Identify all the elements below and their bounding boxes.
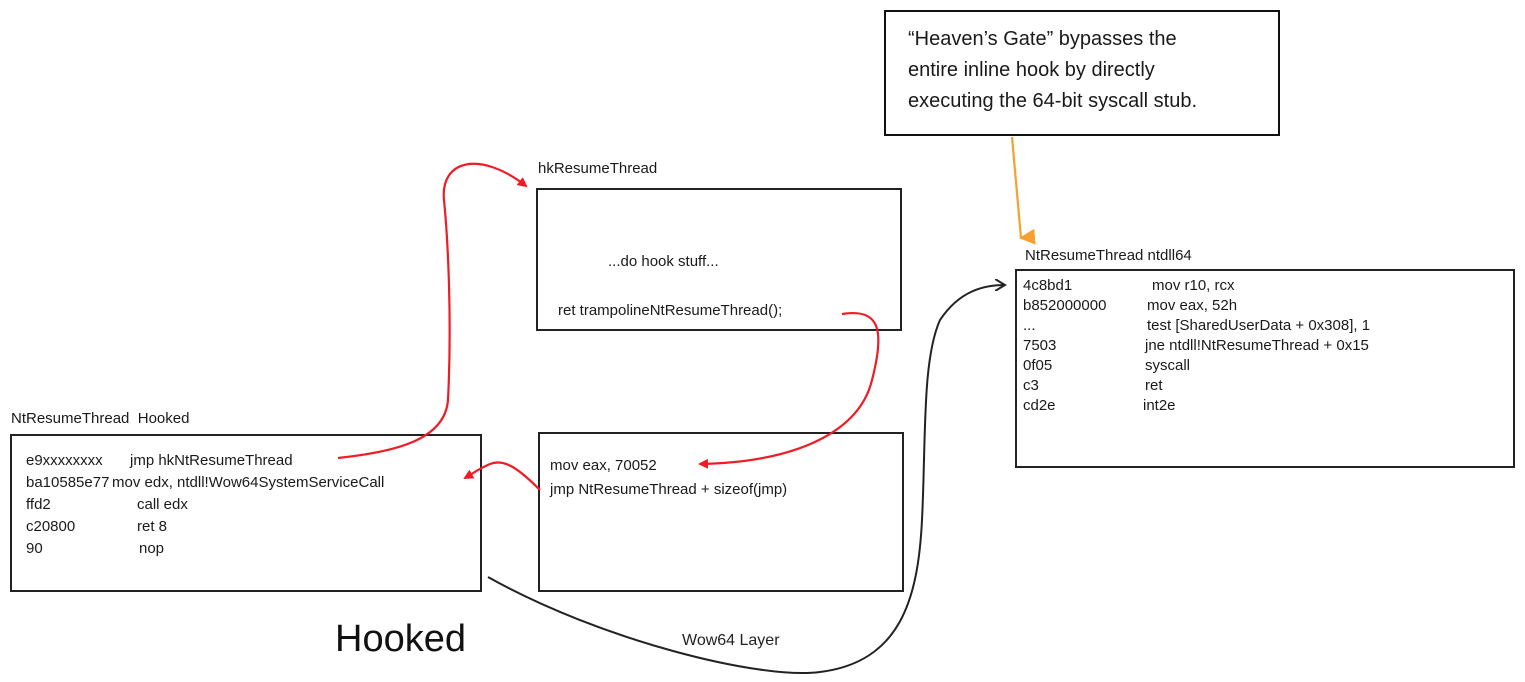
hooked-function-title: NtResumeThread Hooked (11, 410, 189, 427)
hook-function-box: ...do hook stuff... ret trampolineNtResu… (536, 188, 902, 331)
hook-jump-arrow (337, 162, 528, 460)
hooked-function-box: e9xxxxxxxx jmp hkNtResumeThread ba10585e77… (10, 434, 482, 592)
code-bytes: 90 (26, 540, 43, 557)
hooked-caption: Hooked (335, 618, 466, 660)
hook-return-line: ret trampolineNtResumeThread(); (558, 302, 783, 319)
code-instruction: ret 8 (137, 518, 168, 535)
callout-line: “Heaven’s Gate” bypasses the (908, 28, 1177, 50)
code-instruction: ret (1145, 377, 1163, 394)
code-bytes: 4c8bd1 (1023, 277, 1073, 294)
trampoline-line: mov eax, 70052 (550, 457, 657, 474)
code-bytes: ba10585e77 (26, 474, 110, 491)
code-instruction: jne ntdll!NtResumeThread + 0x15 (1145, 337, 1369, 354)
code-bytes: c20800 (26, 518, 76, 535)
trampoline-box: mov eax, 70052 jmp NtResumeThread + size… (538, 432, 904, 592)
code-bytes: cd2e (1023, 397, 1056, 414)
hooked-function-suffix: Hooked (137, 410, 190, 427)
code-bytes: ... (1023, 317, 1036, 334)
callout-line: entire inline hook by directly (908, 59, 1155, 81)
callout-line: executing the 64-bit syscall stub. (908, 90, 1198, 112)
code-instruction: jmp hkNtResumeThread (130, 452, 293, 469)
code-instruction: test [SharedUserData + 0x308], 1 (1147, 317, 1371, 334)
code-instruction: syscall (1145, 357, 1191, 374)
hooked-function-name: NtResumeThread (11, 410, 130, 427)
ntdll64-box: 4c8bd1 mov r10, rcx b852000000 mov eax, 52h… (1015, 269, 1515, 468)
code-instruction: mov eax, 52h (1147, 297, 1238, 314)
wow64-layer-caption: Wow64 Layer (682, 632, 780, 649)
code-instruction: int2e (1143, 397, 1176, 414)
trampoline-line: jmp NtResumeThread + sizeof(jmp) (550, 481, 788, 498)
code-bytes: ffd2 (26, 496, 51, 513)
code-bytes: c3 (1023, 377, 1039, 394)
hook-body-text: ...do hook stuff... (608, 253, 719, 270)
hook-function-title: hkResumeThread (538, 160, 658, 177)
code-instruction: call edx (137, 496, 188, 513)
ntdll64-title: NtResumeThread ntdll64 (1025, 247, 1192, 264)
code-bytes: 7503 (1023, 337, 1057, 354)
heavens-gate-callout: “Heaven’s Gate” bypasses the entire inli… (884, 10, 1280, 136)
code-instruction: mov r10, rcx (1152, 277, 1235, 294)
code-bytes: b852000000 (1023, 297, 1107, 314)
code-bytes: 0f05 (1023, 357, 1053, 374)
callout-arrow (1010, 136, 1036, 245)
code-bytes: e9xxxxxxxx (26, 452, 103, 469)
code-instruction: mov edx, ntdll!Wow64SystemServiceCall (112, 474, 385, 491)
code-instruction: nop (139, 540, 165, 557)
